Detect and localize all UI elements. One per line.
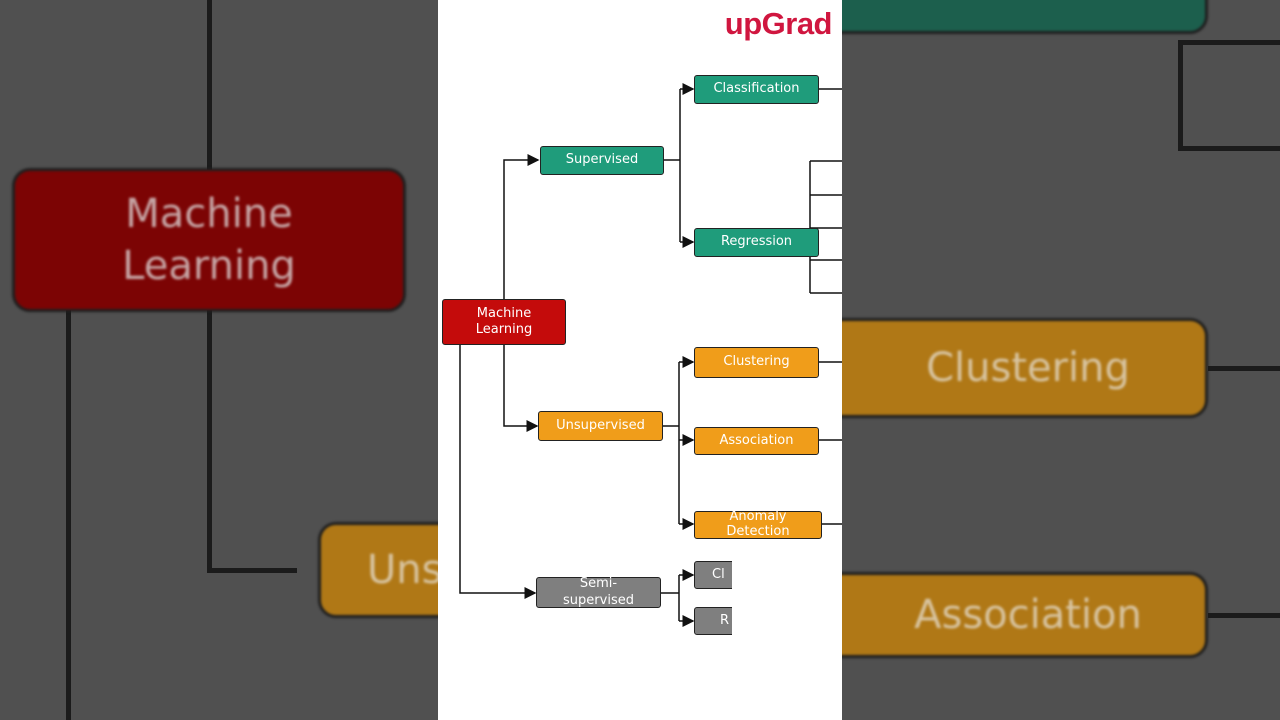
node-semi-supervised: Semi-supervised [536,576,661,608]
semi-children-clip: Cl R [694,560,732,640]
root-node-machine-learning: Machine Learning [442,299,566,345]
bg-connector [1178,40,1183,150]
bg-association-label: Association [914,592,1142,638]
node-clustering: Clustering [694,347,819,378]
bg-unsupervised-label: Uns [367,547,443,593]
node-anomaly-detection: Anomaly Detection [694,509,822,539]
association-label: Association [719,432,794,448]
semi-supervised-label: Semi-supervised [563,576,634,608]
bg-connector [1178,146,1280,151]
bg-unsupervised-node: Uns [318,522,458,618]
root-label: Machine Learning [475,305,533,337]
bg-connector [207,568,297,573]
node-semi-child-2: R [694,607,732,635]
bg-clustering-label: Clustering [926,345,1130,391]
unsupervised-label: Unsupervised [556,417,645,433]
semi-child-1-label: Cl [712,566,725,582]
node-unsupervised: Unsupervised [538,411,663,441]
bg-clustering-node: Clustering [800,318,1208,418]
node-classification: Classification [694,75,819,104]
bg-association-node: Association [800,572,1208,658]
bg-connector [1208,613,1280,618]
connector-lines [459,83,842,627]
semi-child-2-label: R [720,612,730,628]
bg-root-label: Machine Learning [122,191,296,289]
bg-root-node: Machine Learning [12,168,406,312]
node-regression: Regression [694,228,819,257]
bg-regression-node [800,0,1208,34]
upgrad-logo: upGrad [724,6,833,41]
supervised-label: Supervised [565,152,639,168]
node-supervised: Supervised [540,146,664,175]
diagram-panel: upGrad [438,0,842,720]
link-root-supervised [503,154,540,299]
clustering-label: Clustering [723,354,790,370]
anomaly-detection-label: Anomaly Detection [726,509,790,539]
bg-connector [207,0,212,170]
node-semi-child-1: Cl [694,561,732,589]
classification-label: Classification [713,81,800,97]
regression-label: Regression [720,234,793,250]
bg-connector [1178,40,1280,45]
link-root-semi [459,345,537,599]
bg-connector [66,310,71,720]
bg-connector [207,310,212,572]
link-root-unsupervised [503,345,539,432]
bg-connector [1208,366,1280,371]
node-association: Association [694,427,819,455]
